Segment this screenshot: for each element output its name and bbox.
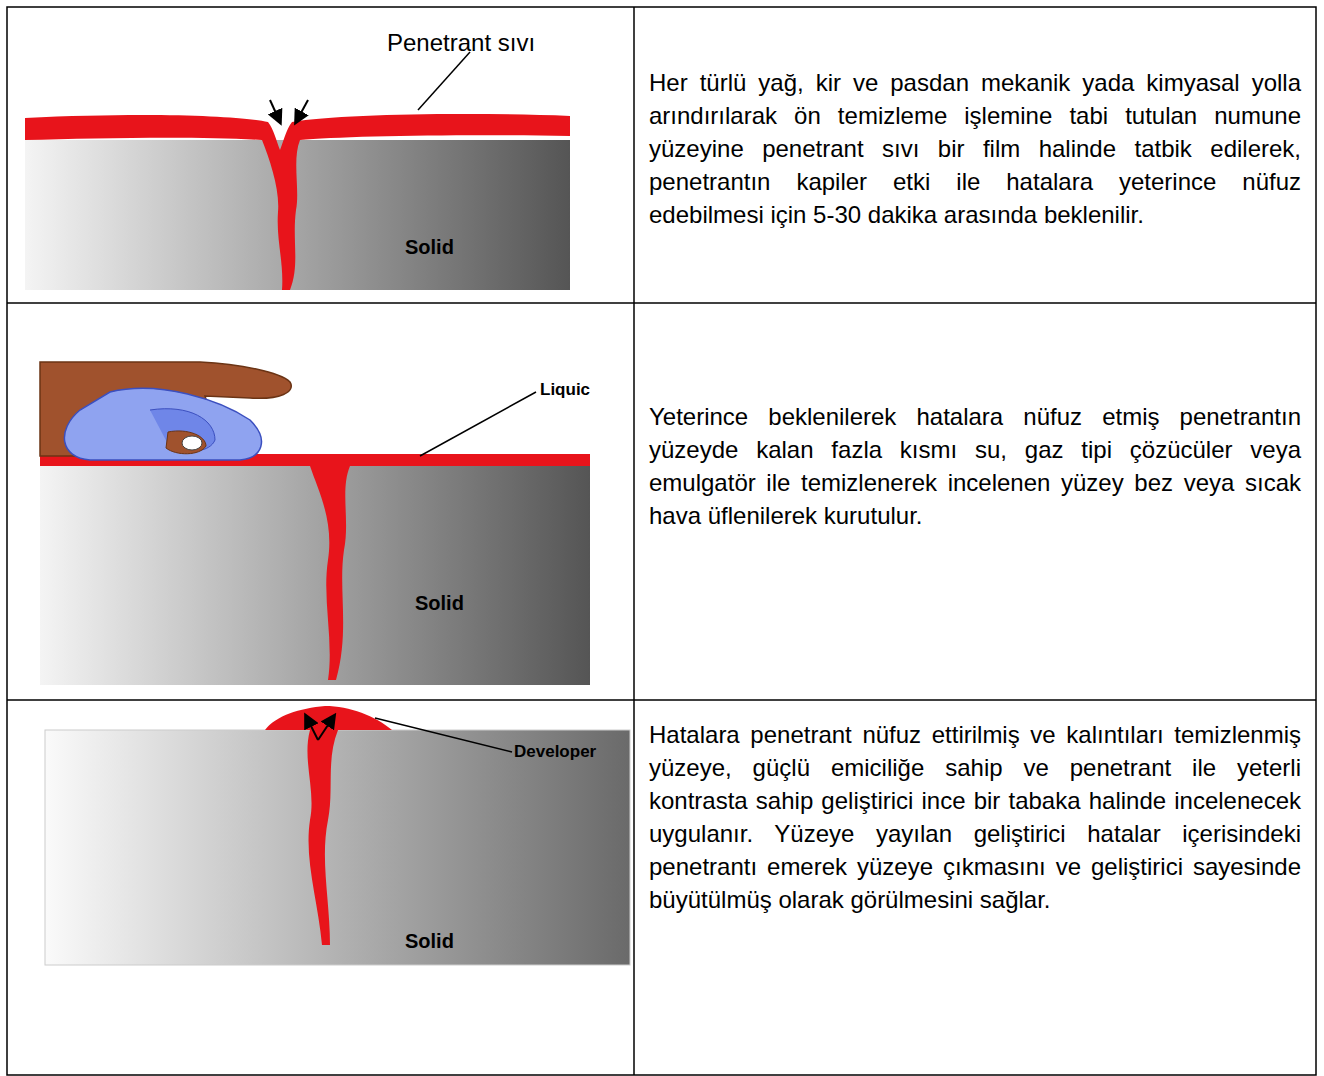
callout-label: Liquic bbox=[540, 380, 590, 400]
developer-figure bbox=[45, 706, 630, 965]
material-label: Solid bbox=[415, 592, 464, 615]
material-label: Solid bbox=[405, 236, 454, 259]
callout-label: Penetrant sıvı bbox=[387, 29, 535, 57]
table-grid bbox=[7, 7, 1316, 1075]
step-description: Her türlü yağ, kir ve pasdan mekanik yad… bbox=[649, 66, 1301, 231]
step-description: Yeterince beklenilerek hatalara nüfuz et… bbox=[649, 400, 1301, 532]
callout-label: Developer bbox=[514, 742, 596, 762]
penetrant-figure bbox=[25, 52, 570, 290]
step-description: Hatalara penetrant nüfuz ettirilmiş ve k… bbox=[649, 718, 1301, 916]
wipe-figure bbox=[40, 362, 590, 685]
material-label: Solid bbox=[405, 930, 454, 953]
